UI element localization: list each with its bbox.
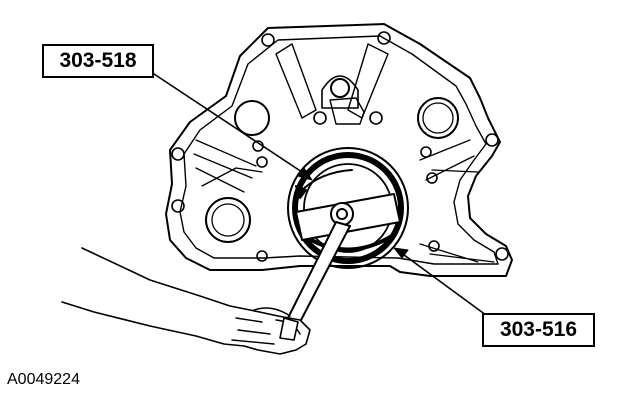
hand-outline (61, 247, 311, 355)
callout-tool-303-518: 303-518 (42, 44, 154, 78)
rear-cover-outline (165, 23, 513, 277)
callout-tool-303-516: 303-516 (482, 313, 595, 347)
figure-number: A0049224 (7, 371, 80, 388)
upper-rib-right (347, 43, 389, 119)
upper-center-hole (330, 78, 350, 98)
rear-cover-inner-outline (179, 35, 499, 265)
upper-center-block (329, 97, 365, 125)
left-lower-opening (205, 197, 251, 243)
seal-bore-ring (292, 152, 404, 264)
installer-center-bolt-inner (336, 208, 348, 220)
installer-center-bolt (330, 202, 354, 226)
right-upper-opening (417, 97, 459, 139)
right-upper-opening-rim (422, 102, 454, 134)
hand-fingers (231, 307, 301, 345)
left-rib-1 (193, 139, 257, 193)
upper-center-boss (321, 75, 359, 109)
leader-303-518 (147, 69, 309, 177)
installer-lower-ring (306, 234, 394, 252)
wrench-end (279, 317, 299, 341)
leader-303-516 (399, 251, 491, 319)
seal-bore-outer (287, 147, 409, 269)
upper-rib-left (275, 43, 317, 119)
left-rib-2 (201, 167, 263, 187)
leader-303-516-arrowhead (393, 247, 409, 259)
left-upper-opening (234, 100, 270, 136)
lower-right-rib (419, 243, 495, 263)
installer-arrowhead (295, 185, 307, 199)
leader-303-518-arrowhead (297, 167, 313, 181)
left-lower-opening-rim (211, 203, 245, 237)
